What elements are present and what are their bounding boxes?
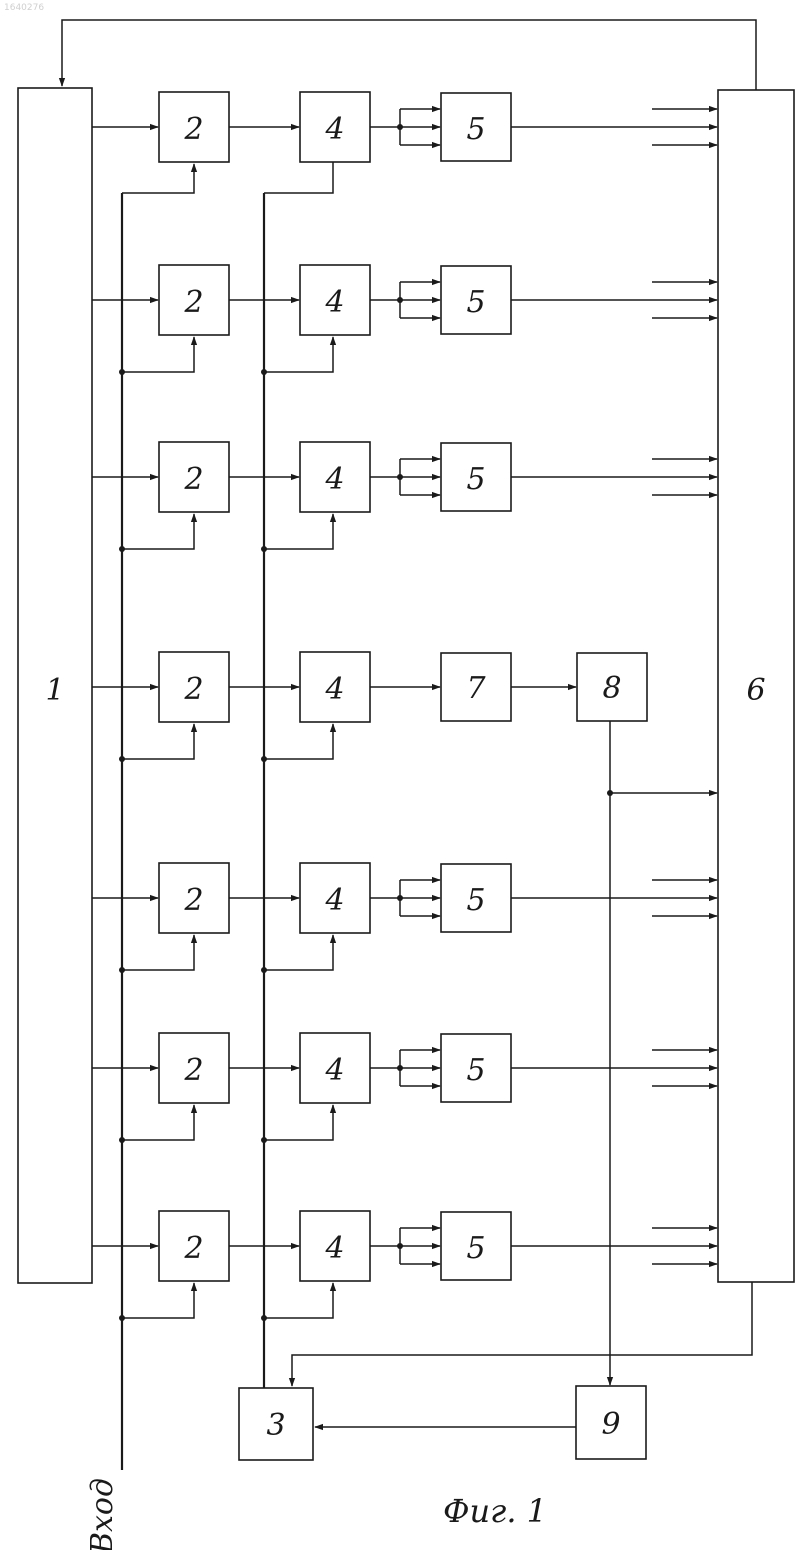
block-7-label: 7 <box>466 671 486 706</box>
block-2-label-row-1: 2 <box>183 112 203 147</box>
input-to-2-row-2 <box>122 337 194 372</box>
block-9-label: 9 <box>601 1407 620 1442</box>
block-5-label-row-5: 5 <box>466 883 485 918</box>
block-4-label-row-7: 4 <box>324 1231 344 1266</box>
block-4-label-row-6: 4 <box>324 1053 344 1088</box>
input-to-2-row-4 <box>122 724 194 759</box>
control-to-4-row-2 <box>264 337 333 372</box>
block-5-label-row-6: 5 <box>466 1053 485 1088</box>
block-4-label-row-5: 4 <box>324 883 344 918</box>
block-8-label: 8 <box>602 671 621 706</box>
block-2-label-row-3: 2 <box>183 462 203 497</box>
feedback-line-6-to-1 <box>62 20 756 90</box>
control-to-4-row-4 <box>264 724 333 759</box>
input-label: Вход <box>85 1478 120 1550</box>
block-2-label-row-6: 2 <box>183 1053 203 1088</box>
control-to-4-row-7 <box>264 1283 333 1318</box>
line-6-to-3 <box>292 1282 752 1386</box>
control-to-4-row-5 <box>264 935 333 970</box>
control-to-4-row-6 <box>264 1105 333 1140</box>
block-4-label-row-3: 4 <box>324 462 344 497</box>
block-4-label-row-4: 4 <box>324 672 344 707</box>
block-1-label: 1 <box>45 673 64 708</box>
control-from-4-row-1 <box>264 162 333 193</box>
block-4-label-row-2: 4 <box>324 285 344 320</box>
input-to-2-row-1 <box>122 164 194 193</box>
input-to-2-row-3 <box>122 514 194 549</box>
input-to-2-row-6 <box>122 1105 194 1140</box>
block-2-label-row-7: 2 <box>183 1231 203 1266</box>
block-2-label-row-4: 2 <box>183 672 203 707</box>
block-4-label-row-1: 4 <box>324 112 344 147</box>
document-number: 1640276 <box>4 3 44 13</box>
figure-caption: Фиг. 1 <box>443 1492 547 1530</box>
input-to-2-row-7 <box>122 1283 194 1318</box>
block-2-label-row-2: 2 <box>183 285 203 320</box>
block-2-label-row-5: 2 <box>183 883 203 918</box>
block-5-label-row-7: 5 <box>466 1231 485 1266</box>
block-5-label-row-1: 5 <box>466 112 485 147</box>
block-5-label-row-3: 5 <box>466 462 485 497</box>
block-3-label: 3 <box>266 1408 285 1443</box>
block-6-label: 6 <box>746 673 765 708</box>
control-to-4-row-3 <box>264 514 333 549</box>
input-to-2-row-5 <box>122 935 194 970</box>
block-5-label-row-2: 5 <box>466 285 485 320</box>
